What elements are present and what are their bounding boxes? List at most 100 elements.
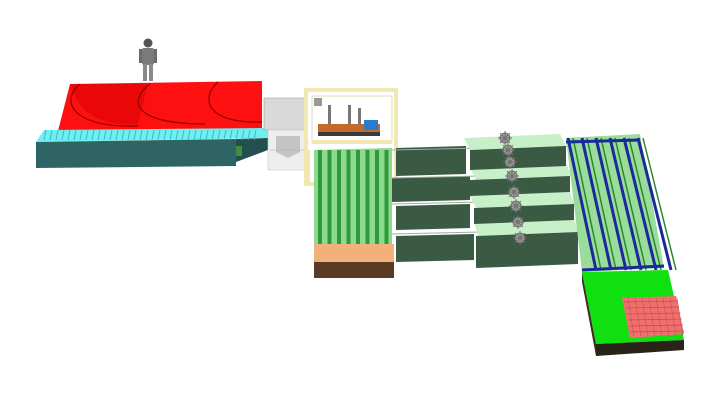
conveyor-roller — [103, 129, 107, 141]
oven-roof — [58, 81, 263, 131]
conveyor-roller — [229, 129, 233, 141]
saw-tooth — [514, 232, 521, 239]
saw-tooth — [504, 156, 511, 163]
saw-blade-icon — [511, 215, 525, 229]
output-pallet — [582, 270, 685, 356]
conveyor-roller — [73, 129, 77, 141]
conveyor-roller — [79, 129, 83, 141]
saw-tooth — [509, 161, 516, 168]
conveyor-roller — [211, 129, 215, 141]
saw-blade-icon — [505, 169, 519, 183]
stacking-rack — [565, 134, 677, 272]
conveyor-roller — [49, 129, 53, 141]
saw-tooth — [504, 137, 511, 144]
conveyor-roller — [145, 129, 149, 141]
conveyor-roller — [253, 129, 257, 141]
saw-tooth — [502, 144, 509, 151]
saw-tooth — [506, 170, 513, 177]
saw-tooth — [517, 221, 524, 228]
slicing-lines — [391, 134, 578, 268]
conveyor-roller — [61, 129, 65, 141]
bed-stripe — [346, 150, 351, 244]
conveyor-roller — [157, 129, 161, 141]
brick-column — [634, 297, 642, 337]
saw-tooth — [510, 200, 517, 207]
saw-blade-icon — [509, 199, 523, 213]
brick-column — [676, 297, 684, 337]
bed-stripes — [318, 150, 389, 244]
saw-blades — [498, 131, 527, 245]
conveyor-roller — [235, 129, 239, 141]
saw-tooth — [508, 191, 515, 198]
bed-stripe — [375, 150, 379, 244]
brick-column — [641, 297, 649, 337]
bed-stripe — [337, 150, 341, 244]
conveyor-roller — [67, 129, 71, 141]
saw-tooth — [506, 175, 513, 182]
saw-tooth — [513, 191, 520, 198]
saw-blade-icon — [513, 231, 527, 245]
saw-tooth — [519, 237, 526, 244]
saw-tooth — [504, 132, 511, 139]
conveyor-roller — [115, 129, 119, 141]
conveyor-roller — [241, 129, 245, 141]
rack-rail — [614, 137, 647, 271]
saw-tooth — [510, 205, 517, 212]
cutting-bed — [314, 148, 394, 278]
conveyor-roller — [193, 129, 197, 141]
conveyor-roller — [139, 129, 143, 141]
saw-blade-icon — [507, 185, 521, 199]
brick-row — [628, 324, 683, 327]
saw-tooth — [511, 170, 518, 177]
bed-stripe — [384, 150, 389, 244]
brick-column — [648, 297, 656, 337]
conveyor-roller — [91, 129, 95, 141]
rack-rail — [600, 137, 632, 271]
saw-tooth — [507, 144, 514, 151]
conveyor-roller — [55, 129, 59, 141]
conveyor-roller — [199, 129, 203, 141]
conveyor-roller — [163, 129, 167, 141]
saw-tooth — [515, 205, 522, 212]
brick-column — [655, 297, 663, 337]
conveyor-roller — [121, 129, 125, 141]
conveyor-roller — [217, 129, 221, 141]
transfer-hopper — [263, 97, 307, 171]
cutting-frame — [304, 88, 398, 186]
rack-bar — [566, 137, 598, 271]
saw-tooth — [514, 237, 521, 244]
rack-rail — [642, 137, 677, 271]
saw-tooth — [513, 186, 520, 193]
conveyor-roller — [169, 129, 173, 141]
conveyor-roller — [175, 129, 179, 141]
saw-tooth — [499, 132, 506, 139]
rack-rail — [572, 137, 602, 271]
infeed-conveyor — [36, 128, 268, 168]
brick-column — [627, 297, 635, 337]
saw-blade-icon — [498, 131, 512, 145]
brick-row — [627, 318, 682, 321]
bed-stripe — [356, 150, 360, 244]
conveyor-roller — [181, 129, 185, 141]
saw-tooth — [512, 216, 519, 223]
bed-stripe — [327, 150, 332, 244]
rack-bars — [566, 137, 677, 271]
brick-column — [669, 297, 677, 337]
rack-bar — [594, 137, 628, 271]
rack-bar — [580, 137, 613, 271]
bed-stripe — [365, 150, 370, 244]
conveyor-roller — [247, 129, 251, 141]
conveyor-roller — [43, 129, 47, 141]
saw-tooth — [504, 161, 511, 168]
conveyor-roller — [205, 129, 209, 141]
conveyor-roller — [85, 129, 89, 141]
saw-tooth — [508, 186, 515, 193]
brick-row — [623, 300, 679, 303]
conveyor-roller — [133, 129, 137, 141]
rack-rail — [586, 137, 617, 271]
saw-tooth — [511, 175, 518, 182]
saw-tooth — [512, 221, 519, 228]
conveyor-roller — [187, 129, 191, 141]
saw-blade-icon — [501, 143, 515, 157]
